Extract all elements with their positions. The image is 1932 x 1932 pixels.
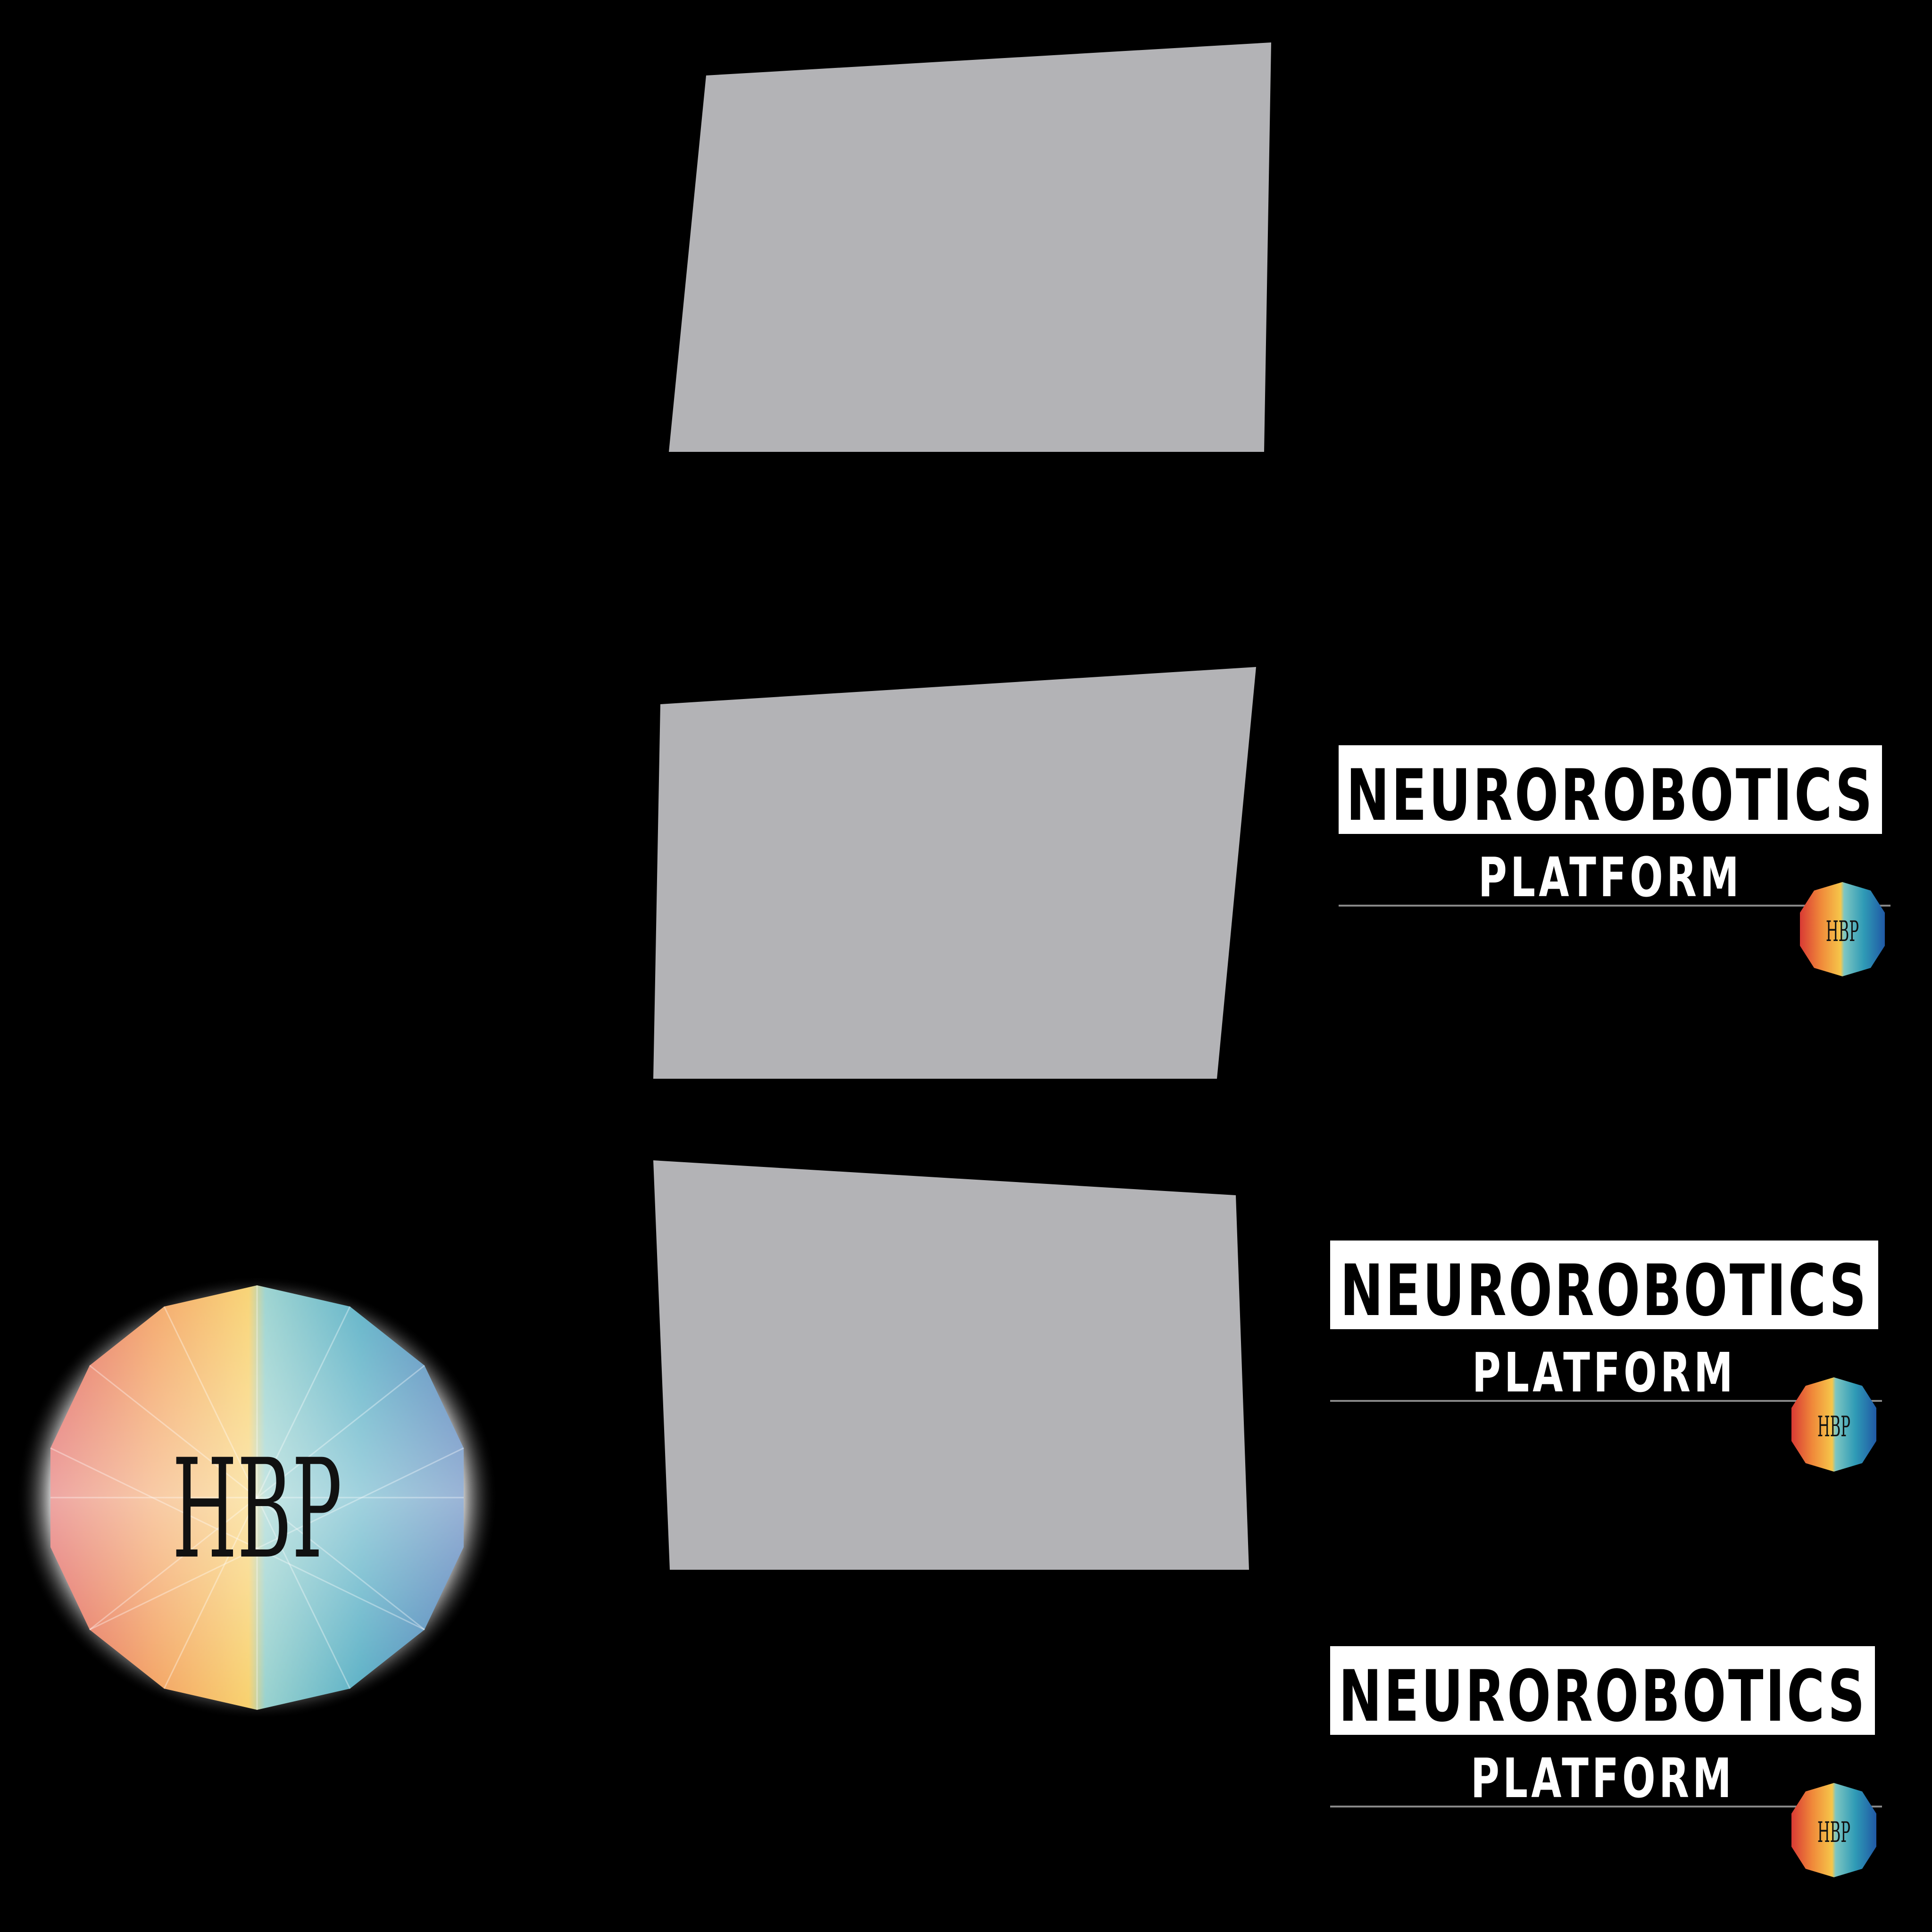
- nrp-subtitle: PLATFORM: [1478, 846, 1742, 909]
- nrp-hbp-badge-icon: HBP: [1800, 882, 1885, 976]
- nrp-title-band: [1330, 1241, 1878, 1329]
- nrp-title: NEUROROBOTICS: [1339, 1656, 1867, 1738]
- nrp-title-band: [1330, 1646, 1875, 1735]
- nrp-title-band: [1339, 745, 1882, 834]
- hbp-logo-large: HBP: [17, 1276, 498, 1719]
- nrp-badge-letters: HBP: [1826, 915, 1859, 948]
- nrp-hbp-badge-icon: HBP: [1791, 1783, 1876, 1877]
- nrp-badge-letters: HBP: [1817, 1410, 1850, 1443]
- nrp-subtitle: PLATFORM: [1472, 1341, 1736, 1405]
- nrp-logo-3: NEUROROBOTICS PLATFORM HBP: [1330, 1566, 1882, 1891]
- screen-panel-middle: [653, 667, 1256, 1079]
- screen-panel-bottom: [653, 1160, 1249, 1570]
- nrp-title: NEUROROBOTICS: [1346, 755, 1874, 837]
- nrp-subtitle: PLATFORM: [1471, 1747, 1735, 1810]
- nrp-badge-letters: HBP: [1817, 1816, 1850, 1849]
- nrp-logo-2: NEUROROBOTICS PLATFORM HBP: [1330, 1160, 1882, 1486]
- screen-panel-top: [669, 42, 1271, 452]
- nrp-hbp-badge-icon: HBP: [1791, 1377, 1876, 1472]
- hbp-logo-letters: HBP: [172, 1430, 342, 1589]
- nrp-title: NEUROROBOTICS: [1340, 1250, 1868, 1332]
- nrp-logo-1: NEUROROBOTICS PLATFORM HBP: [1339, 665, 1890, 991]
